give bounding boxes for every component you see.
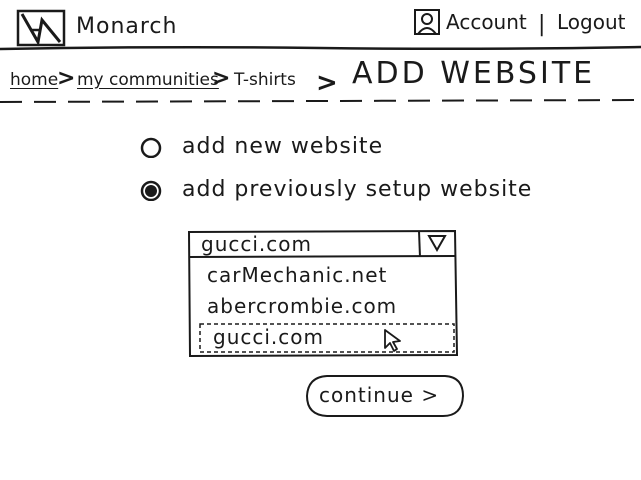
breadcrumb-tshirts[interactable]: T-shirts bbox=[234, 70, 296, 90]
website-dropdown[interactable]: gucci.com carMechanic.net abercrombie.co… bbox=[187, 229, 459, 357]
dropdown-option-highlighted[interactable]: gucci.com bbox=[199, 323, 455, 353]
option-add-new-website[interactable]: add new website bbox=[140, 134, 383, 159]
logout-link[interactable]: Logout bbox=[557, 10, 626, 34]
option-add-previous-website[interactable]: add previously setup website bbox=[140, 177, 532, 202]
monarch-logo-icon[interactable] bbox=[16, 8, 68, 48]
continue-label: continue > bbox=[319, 383, 440, 407]
breadcrumb-separator: > bbox=[316, 68, 338, 98]
option-label: add new website bbox=[182, 134, 384, 159]
dropdown-selected-value[interactable]: gucci.com bbox=[201, 232, 312, 256]
breadcrumb-home[interactable]: home bbox=[10, 70, 59, 90]
highlight-border bbox=[199, 323, 455, 353]
triangle-down-icon[interactable] bbox=[419, 229, 455, 257]
dropdown-option[interactable]: abercrombie.com bbox=[207, 294, 398, 318]
account-link[interactable]: Account bbox=[446, 10, 527, 34]
mouse-pointer-icon bbox=[384, 329, 401, 352]
account-icon[interactable] bbox=[413, 8, 441, 36]
breadcrumb-separator: > bbox=[212, 66, 231, 91]
page-title: ADD WEBSITE bbox=[352, 56, 596, 91]
header-rule bbox=[0, 45, 641, 51]
breadcrumb-my-communities[interactable]: my communities bbox=[77, 70, 219, 90]
dropdown-option[interactable]: carMechanic.net bbox=[207, 263, 388, 287]
header-divider: | bbox=[538, 12, 546, 37]
dropdown-frame bbox=[187, 229, 459, 357]
brand-name: Monarch bbox=[76, 14, 178, 39]
option-label: add previously setup website bbox=[182, 177, 533, 202]
dropdown-option-label: gucci.com bbox=[213, 325, 324, 349]
breadcrumb-rule bbox=[0, 99, 641, 103]
continue-button-outline bbox=[305, 375, 465, 417]
continue-button[interactable]: continue > bbox=[305, 373, 465, 419]
radio-selected-icon[interactable] bbox=[140, 179, 162, 201]
breadcrumb-separator: > bbox=[57, 66, 76, 91]
radio-unselected-icon[interactable] bbox=[140, 136, 162, 158]
